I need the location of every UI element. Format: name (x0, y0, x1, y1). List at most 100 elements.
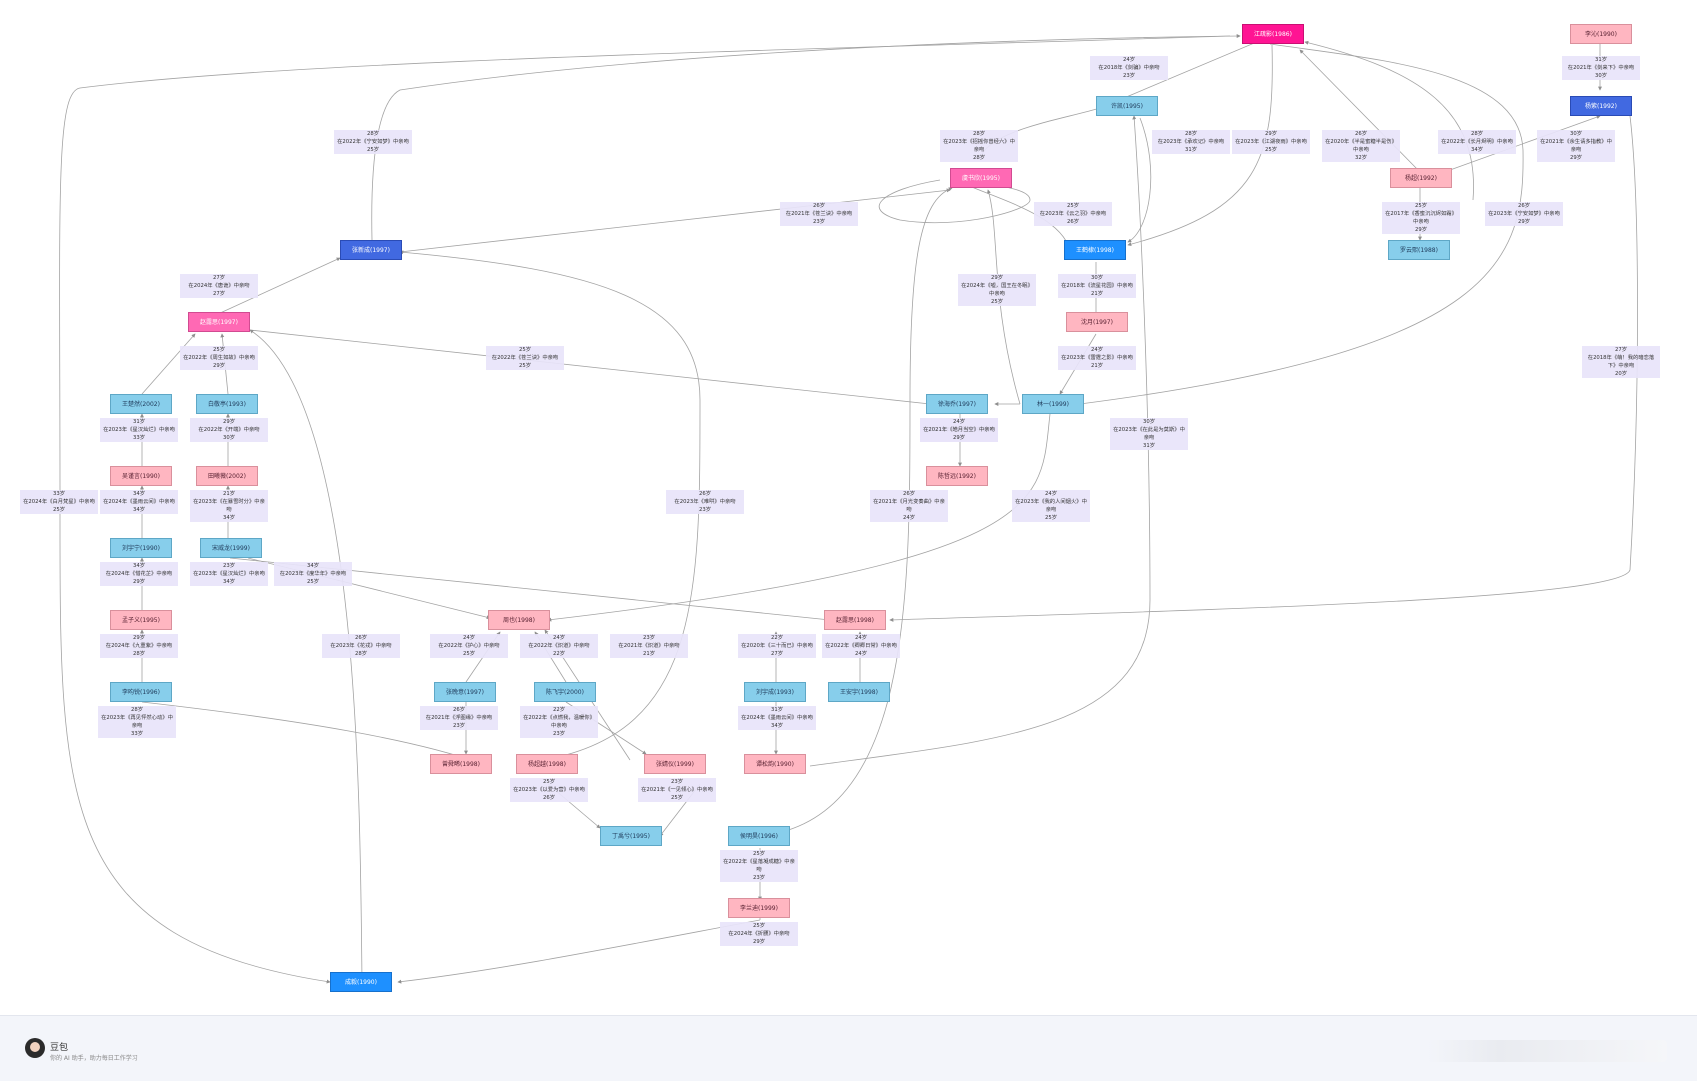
person-node[interactable]: 王安宇(1998) (828, 682, 890, 702)
person-node[interactable]: 赵露思(1997) (188, 312, 250, 332)
edge-label-line: 25岁 (462, 651, 476, 657)
edge-label-line: 在2023年《星汉灿烂》中亲吻 (103, 427, 175, 433)
edge-label-line: 在2024年《嘘，国王在冬眠》中亲吻 (961, 283, 1033, 297)
edge-label-line: 29岁 (132, 635, 146, 641)
person-node[interactable]: 张新成(1997) (340, 240, 402, 260)
edge-label-line: 26岁 (452, 707, 466, 713)
edge-label-line: 在2022年《苍兰诀》中亲吻 (491, 355, 559, 361)
footer-bar: 豆包 你的 AI 助手，助力每日工作学习 (0, 1015, 1697, 1081)
person-node[interactable]: 赵露思(1998) (824, 610, 886, 630)
edge-label-line: 在2021年《余生请多指教》中亲吻 (1540, 139, 1612, 153)
person-node[interactable]: 江疏影(1986) (1242, 24, 1304, 44)
edge-label-line: 23岁 (1122, 73, 1136, 79)
person-node[interactable]: 白敬亭(1993) (196, 394, 258, 414)
person-node[interactable]: 杨超(1992) (1390, 168, 1452, 188)
edge-label-line: 29岁 (1517, 219, 1531, 225)
person-node[interactable]: 李沁(1990) (1570, 24, 1632, 44)
edge-label-line: 27岁 (212, 291, 226, 297)
edge-label-line: 在2023年《我的人间烟火》中亲吻 (1015, 499, 1087, 513)
person-node[interactable]: 徐海乔(1997) (926, 394, 988, 414)
person-node[interactable]: 成毅(1990) (330, 972, 392, 992)
edge-label-line: 34岁 (1470, 147, 1484, 153)
edge-label-line: 23岁 (670, 779, 684, 785)
edge-label-line: 34岁 (770, 723, 784, 729)
person-node[interactable]: 王楚然(2002) (110, 394, 172, 414)
edge-label-line: 在2022年《点燃我，温暖你》中亲吻 (523, 715, 595, 729)
edge (1127, 44, 1273, 247)
edge-label-line: 30岁 (1090, 275, 1104, 281)
brand-slogan: 你的 AI 助手，助力每日工作学习 (50, 1055, 138, 1062)
person-node[interactable]: 沈月(1997) (1066, 312, 1128, 332)
edge-label-line: 33岁 (52, 491, 66, 497)
edge-label-line: 22岁 (552, 651, 566, 657)
person-node[interactable]: 周也(1998) (488, 610, 550, 630)
edge-label-line: 22岁 (552, 707, 566, 713)
person-node[interactable]: 吴谨言(1990) (110, 466, 172, 486)
edge-label-line: 27岁 (212, 275, 226, 281)
edge-label-line: 34岁 (132, 491, 146, 497)
edge-label-line: 28岁 (130, 707, 144, 713)
brand-name: 豆包 (50, 1043, 69, 1053)
person-node[interactable]: 张晚意(1997) (434, 682, 496, 702)
edge-label-line: 26岁 (1066, 219, 1080, 225)
person-node[interactable]: 田曦薇(2002) (196, 466, 258, 486)
edge-label-line: 26岁 (812, 203, 826, 209)
person-node[interactable]: 张婧仪(1999) (644, 754, 706, 774)
edge-label-line: 在2024年《九重紫》中亲吻 (105, 643, 173, 649)
person-node[interactable]: 曾舜晞(1998) (430, 754, 492, 774)
edge-label-line: 在2023年《在暴雪时分》中亲吻 (193, 499, 265, 513)
person-node[interactable]: 杨超越(1998) (516, 754, 578, 774)
edge-label-line: 在2021年《月光变奏曲》中亲吻 (873, 499, 945, 513)
edge-label-line: 23岁 (642, 635, 656, 641)
person-node[interactable]: 许凯(1995) (1096, 96, 1158, 116)
edge-label-line: 25岁 (1414, 203, 1428, 209)
person-node[interactable]: 孟子义(1995) (110, 610, 172, 630)
person-node[interactable]: 李兰迪(1999) (728, 898, 790, 918)
edge (1123, 35, 1272, 99)
edge-label-line: 25岁 (52, 507, 66, 513)
edge-label-line: 在2022年《长月烬明》中亲吻 (1441, 139, 1513, 145)
person-node[interactable]: 林一(1999) (1022, 394, 1084, 414)
edge-label-line: 27岁 (1614, 347, 1628, 353)
edge-label-line: 24岁 (462, 635, 476, 641)
edge-label-line: 34岁 (222, 515, 236, 521)
person-node[interactable]: 陈飞宇(2000) (534, 682, 596, 702)
person-node[interactable]: 陈哲远(1992) (926, 466, 988, 486)
person-node[interactable]: 侯明昊(1996) (728, 826, 790, 846)
edge-label-line: 29岁 (212, 363, 226, 369)
person-node[interactable]: 杨紫(1992) (1570, 96, 1632, 116)
edge-label-line: 29岁 (990, 275, 1004, 281)
person-node[interactable]: 李昀锐(1996) (110, 682, 172, 702)
edge-label-line: 在2024年《惜花芷》中亲吻 (105, 571, 173, 577)
person-node[interactable]: 刘宇宁(1990) (110, 538, 172, 558)
edge (1079, 43, 1524, 406)
person-node[interactable]: 谭松韵(1990) (744, 754, 806, 774)
person-node[interactable]: 丁禹兮(1995) (600, 826, 662, 846)
person-node[interactable]: 罗云熙(1988) (1388, 240, 1450, 260)
person-node[interactable]: 虞书欣(1995) (950, 168, 1012, 188)
edge-label-line: 25岁 (990, 299, 1004, 305)
edge (889, 115, 1638, 622)
edge-label-line: 25岁 (306, 579, 320, 585)
edge-label-line: 25岁 (1044, 515, 1058, 521)
person-node[interactable]: 宋威龙(1999) (200, 538, 262, 558)
person-node[interactable]: 王鹤棣(1998) (1064, 240, 1126, 260)
person-node[interactable]: 刘宇成(1993) (744, 682, 806, 702)
edge-label-line: 28岁 (132, 651, 146, 657)
edge (399, 188, 951, 253)
